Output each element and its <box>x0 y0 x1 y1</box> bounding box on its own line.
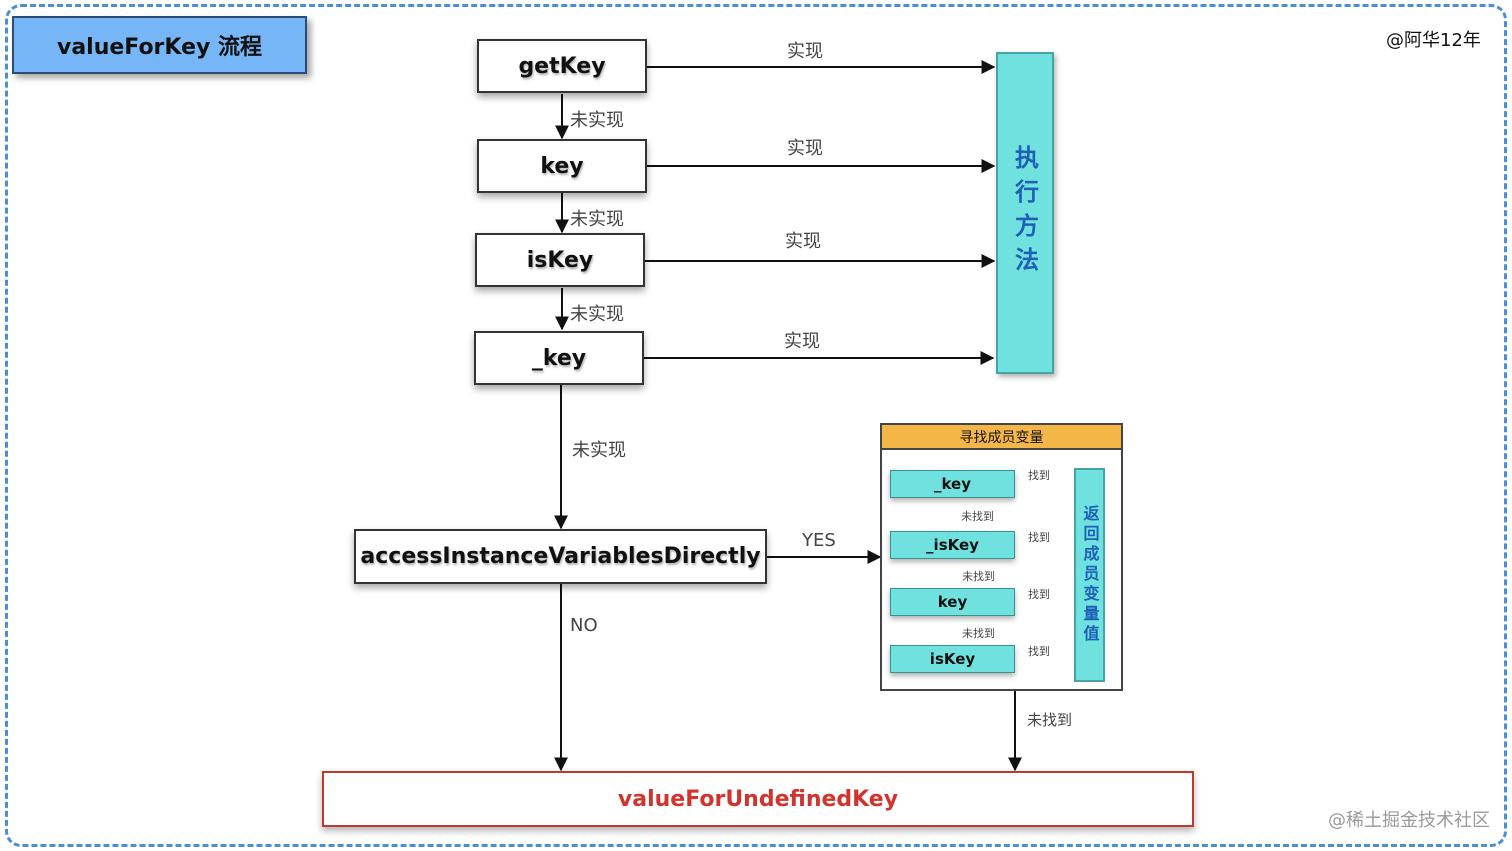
member-step-key: key <box>890 588 1015 616</box>
label-member-not-found-2: 未找到 <box>962 570 995 583</box>
label-found-2: 找到 <box>1028 531 1050 544</box>
return-member-value-box: 返回成员变量值 <box>1074 468 1105 682</box>
label-found-3: 找到 <box>1028 588 1050 601</box>
label-member-not-found-1: 未找到 <box>961 510 994 523</box>
label-yes: YES <box>802 530 836 551</box>
diagram-title: valueForKey 流程 <box>12 16 307 74</box>
step-underscore-key: _key <box>474 331 644 385</box>
step-key: key <box>477 139 647 193</box>
label-not-implemented-3: 未实现 <box>570 304 624 325</box>
value-for-undefined-key-box: valueForUndefinedKey <box>322 771 1194 827</box>
label-found-4: 找到 <box>1028 645 1050 658</box>
step-getkey: getKey <box>477 39 647 93</box>
label-no: NO <box>570 615 598 636</box>
label-found-1: 找到 <box>1028 469 1050 482</box>
label-implemented-3: 实现 <box>785 231 821 252</box>
label-not-found: 未找到 <box>1027 711 1073 729</box>
step-iskey: isKey <box>475 233 645 287</box>
label-implemented-2: 实现 <box>787 138 823 159</box>
label-member-not-found-3: 未找到 <box>962 627 995 640</box>
author-credit: @阿华12年 <box>1386 30 1481 51</box>
member-step-underscore-key: _key <box>890 470 1015 498</box>
label-implemented-4: 实现 <box>784 331 820 352</box>
label-not-implemented-1: 未实现 <box>570 110 624 131</box>
member-step-iskey: isKey <box>890 645 1015 673</box>
member-search-header: 寻找成员变量 <box>880 423 1123 450</box>
member-step-underscore-iskey: _isKey <box>890 531 1015 559</box>
label-implemented-1: 实现 <box>787 41 823 62</box>
watermark: @稀土掘金技术社区 <box>1328 810 1490 831</box>
dashed-frame <box>5 4 1507 847</box>
access-instance-variables-box: accessInstanceVariablesDirectly <box>354 529 767 584</box>
execute-method-box: 执行方法 <box>996 52 1054 374</box>
label-not-implemented-4: 未实现 <box>572 440 626 461</box>
label-not-implemented-2: 未实现 <box>570 209 624 230</box>
